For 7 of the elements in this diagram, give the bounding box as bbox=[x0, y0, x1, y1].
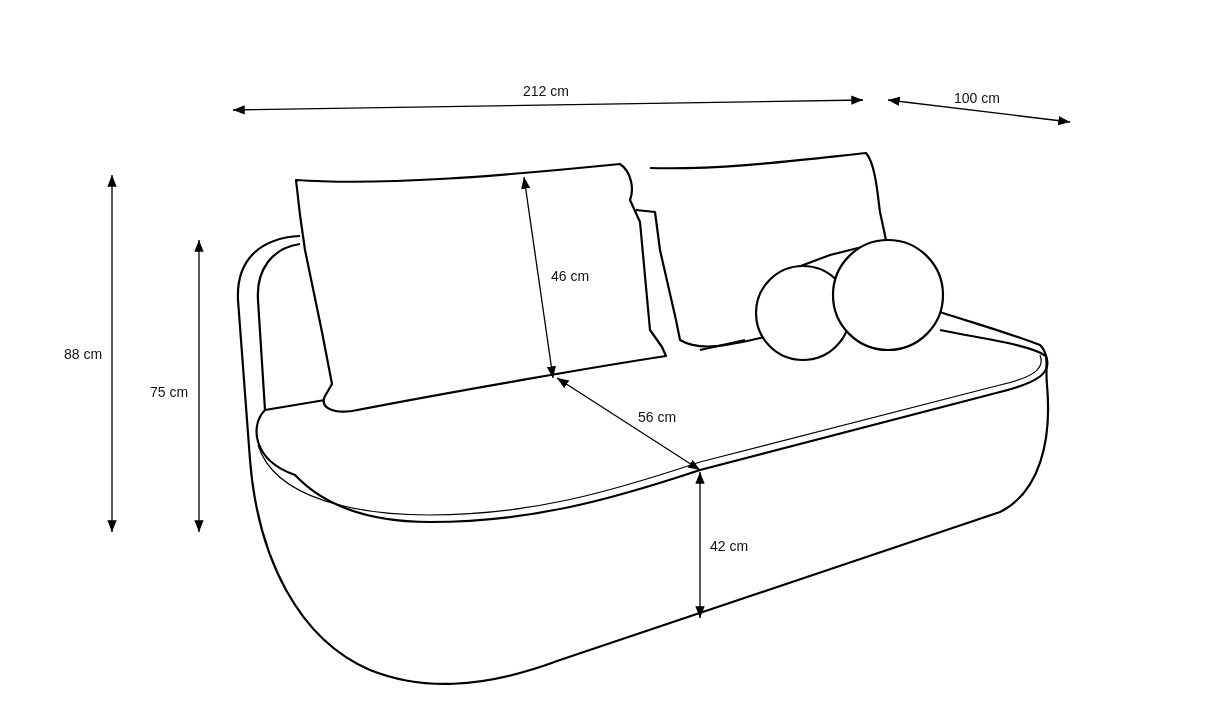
dimension-label: 42 cm bbox=[709, 539, 749, 553]
dimension-label: 100 cm bbox=[954, 91, 1000, 105]
dimension-label: 88 cm bbox=[63, 347, 103, 361]
dimension-label: 212 cm bbox=[523, 84, 569, 98]
dimension-label: 56 cm bbox=[637, 410, 677, 424]
dimension-label: 75 cm bbox=[149, 385, 189, 399]
dimension-label: 46 cm bbox=[550, 269, 590, 283]
